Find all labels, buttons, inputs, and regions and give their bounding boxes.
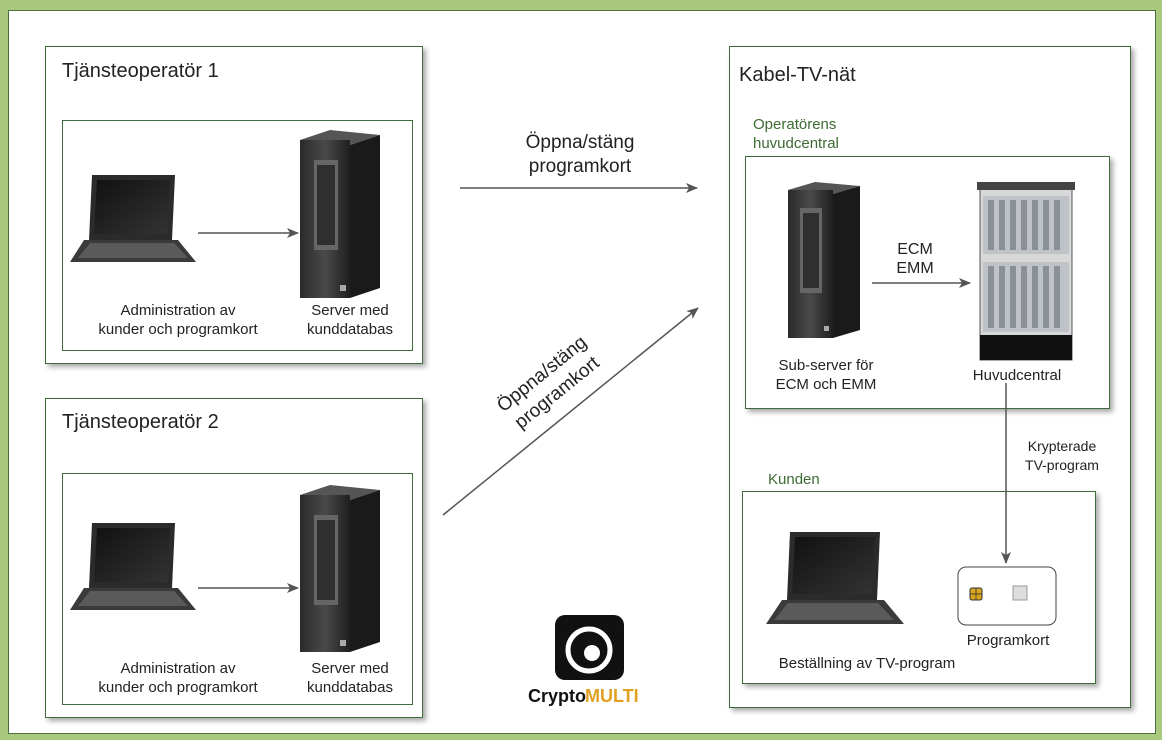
smart-card-icon	[957, 566, 1057, 626]
sub-server-label: Sub-server för ECM och EMM	[775, 357, 877, 393]
op2-laptop-label: Administration av kunder och programkort	[98, 660, 258, 696]
op1-server-label: Server med kunddatabas	[307, 302, 393, 338]
cable-tv-network-title: Kabel-TV-nät	[739, 64, 856, 86]
laptop-icon	[70, 523, 196, 610]
headend-box-title: Operatörens huvudcentral	[753, 116, 839, 152]
server-tower-icon	[300, 130, 380, 298]
op2-to-cable-arrow	[442, 307, 699, 516]
server-tower-icon	[300, 485, 380, 652]
customer-box-title: Kunden	[768, 471, 820, 488]
laptop-icon	[70, 175, 196, 262]
cryptomulti-logo: Crypto MULTI	[528, 615, 639, 706]
customer-laptop-icon	[766, 532, 904, 624]
arrow-1-label: Öppna/stäng programkort	[525, 132, 635, 177]
logo-text-part1: Crypto	[528, 686, 586, 706]
operator-1-title: Tjänsteoperatör 1	[62, 60, 219, 82]
operator-2-title: Tjänsteoperatör 2	[62, 411, 219, 433]
order-tv-label: Beställning av TV-program	[778, 655, 956, 672]
headend-rack-icon	[977, 182, 1075, 361]
program-card-label: Programkort	[966, 632, 1050, 649]
encrypted-tv-label: Krypterade TV-program	[1025, 438, 1099, 473]
ecm-emm-label: ECM EMM	[896, 241, 934, 277]
headend-label: Huvudcentral	[972, 367, 1062, 384]
logo-text-part2: MULTI	[585, 686, 639, 706]
sub-server-icon	[788, 182, 860, 338]
op1-laptop-label: Administration av kunder och programkort	[98, 302, 258, 338]
op2-server-label: Server med kunddatabas	[307, 660, 393, 696]
